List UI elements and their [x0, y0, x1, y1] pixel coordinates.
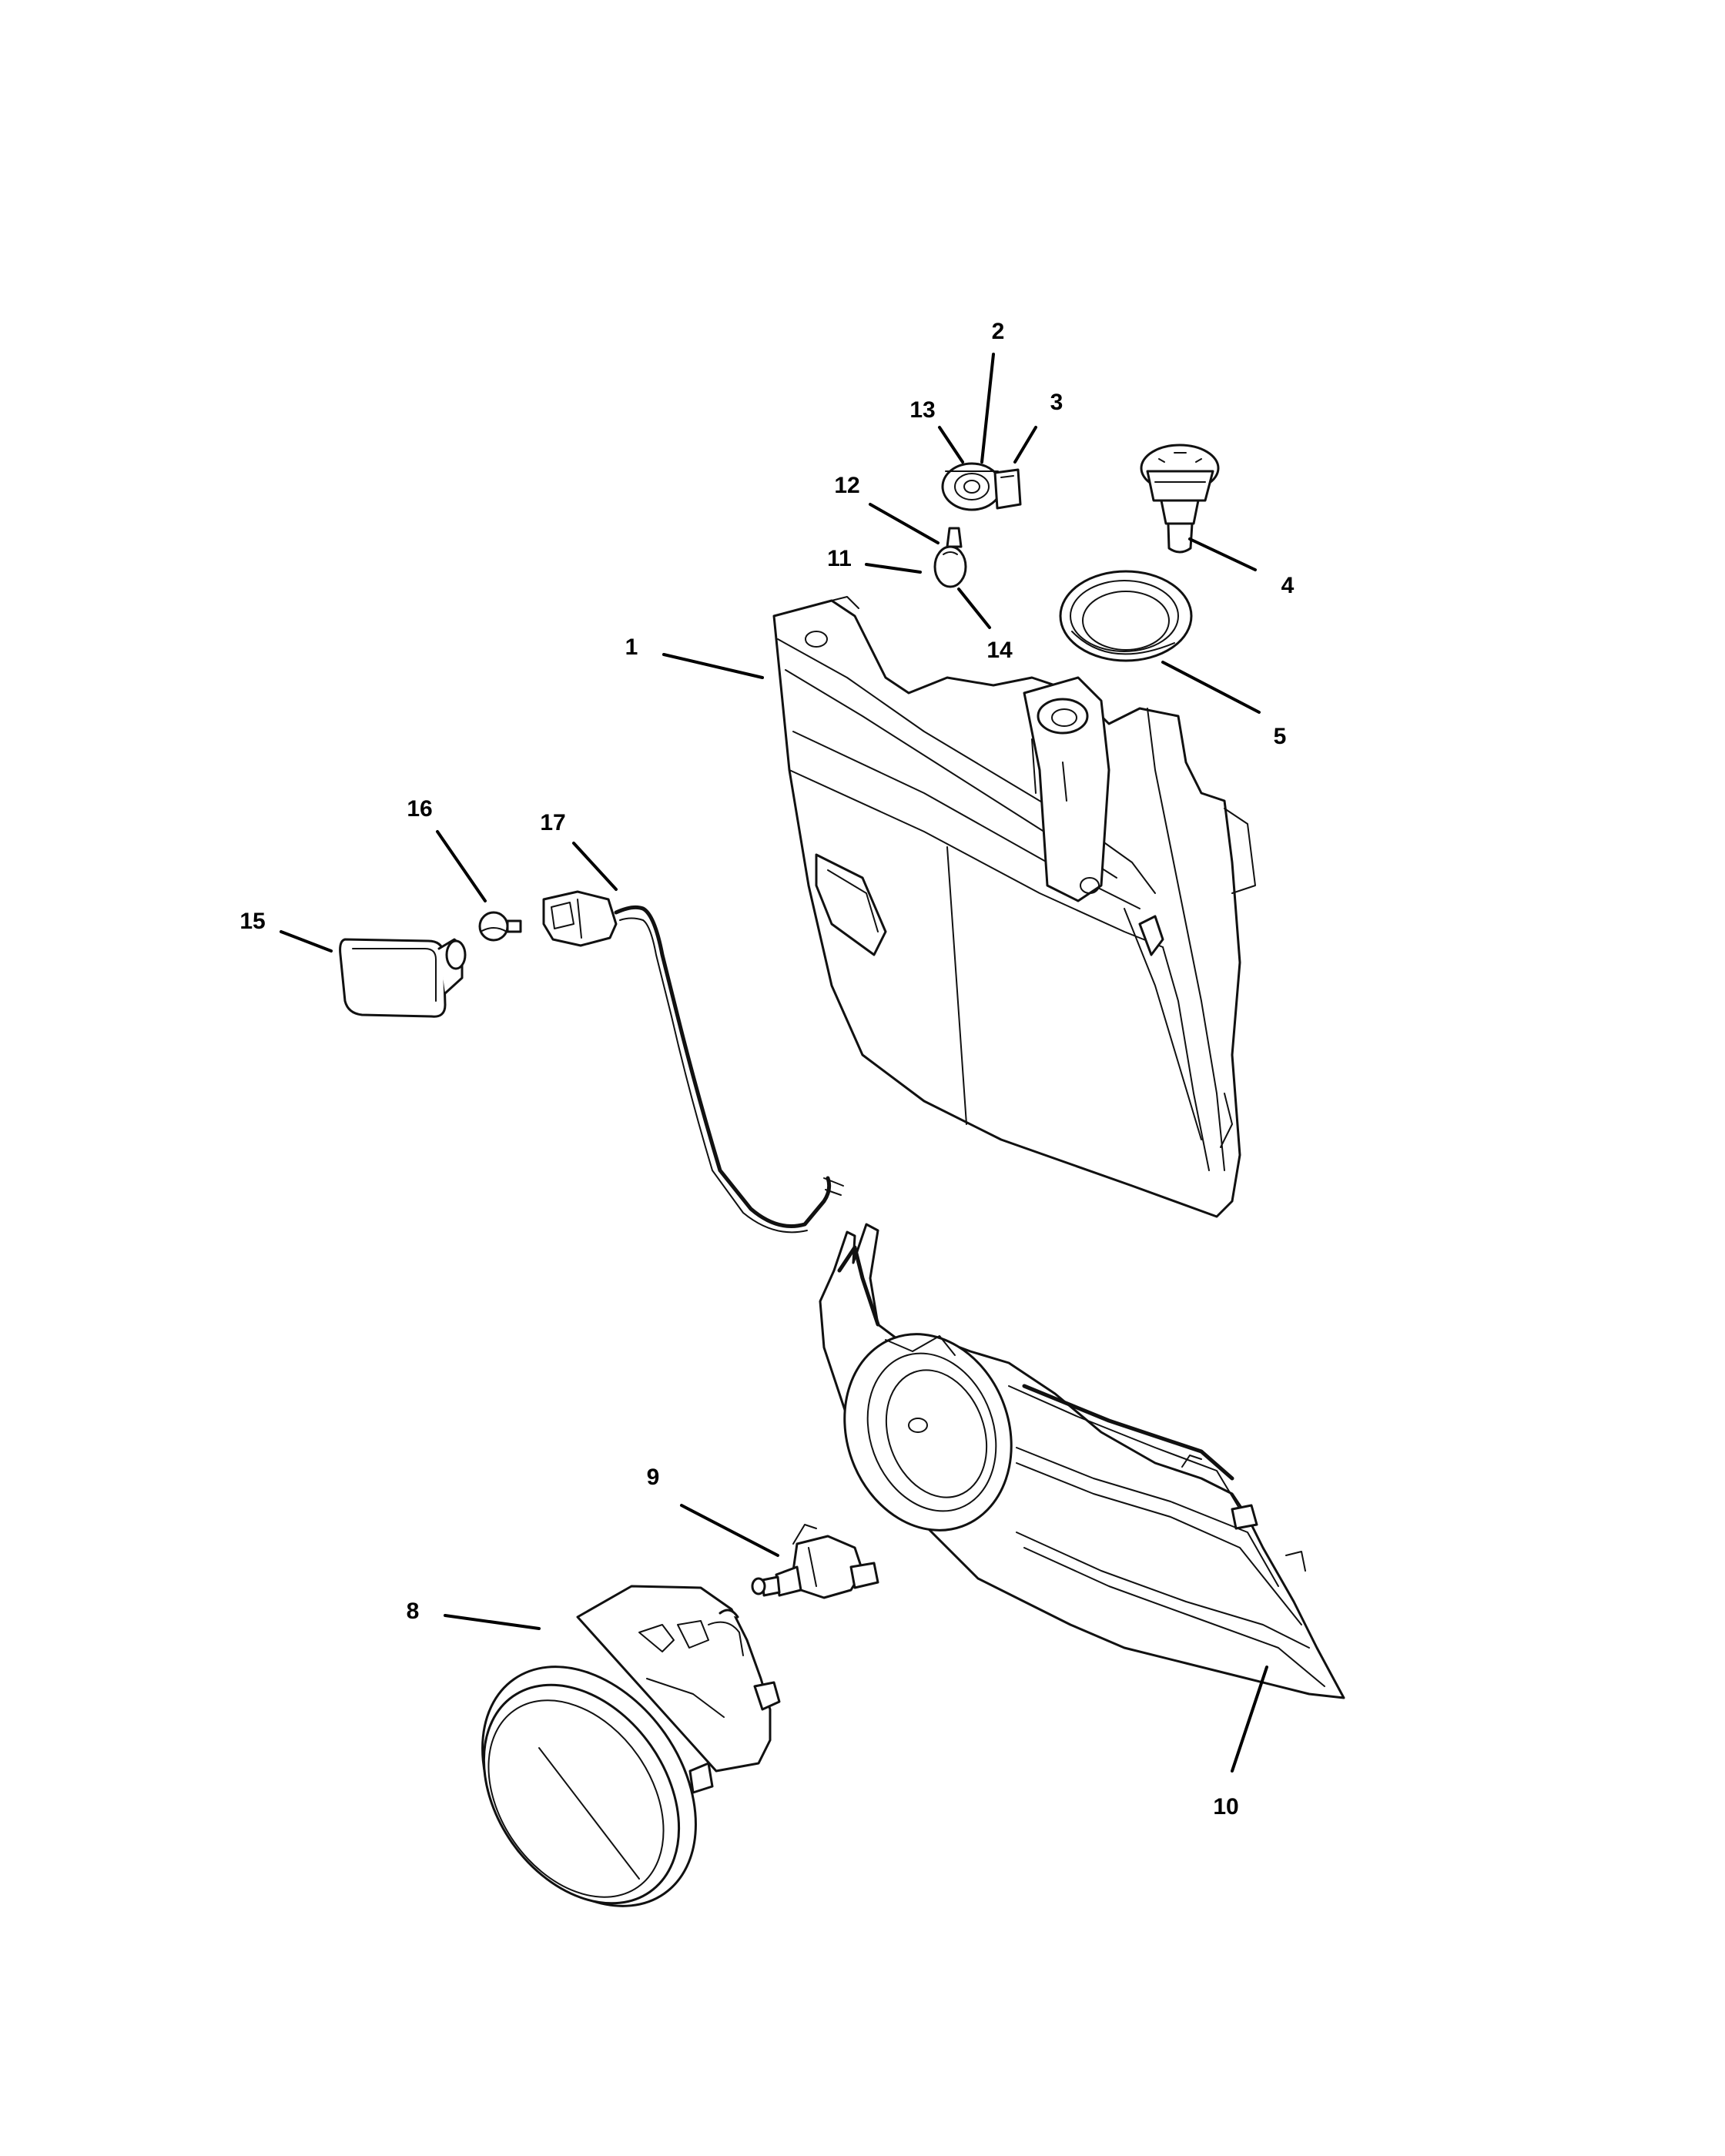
leader-12 [869, 503, 940, 544]
marker-connector-harness [542, 890, 844, 1234]
leader-11 [865, 563, 922, 574]
dust-cover-seal [1059, 570, 1193, 662]
callout-1: 1 [625, 634, 638, 660]
side-marker-lamp [339, 938, 467, 1018]
callout-5: 5 [1274, 724, 1287, 749]
socket-connector [993, 468, 1022, 510]
callout-8: 8 [407, 1599, 420, 1624]
callout-12: 12 [834, 473, 859, 498]
callout-16: 16 [407, 796, 432, 822]
leader-2 [980, 353, 995, 464]
headlamp-bulb [1140, 444, 1220, 554]
leader-10 [1231, 1666, 1268, 1773]
leader-14 [957, 588, 991, 629]
callout-2: 2 [992, 319, 1005, 344]
wedge-bulb [933, 527, 967, 588]
headlamp-housing [772, 596, 1256, 1218]
callout-4: 4 [1281, 573, 1295, 598]
leader-5 [1161, 661, 1261, 714]
bulb-socket [941, 462, 1003, 511]
callout-labels: 1 2 3 4 5 8 9 10 11 12 13 14 15 16 17 [239, 319, 1294, 1820]
callout-13: 13 [909, 397, 935, 423]
callout-15: 15 [239, 909, 265, 934]
leader-15 [280, 930, 333, 952]
callout-10: 10 [1213, 1794, 1238, 1820]
leader-9 [680, 1504, 779, 1557]
leader-8 [444, 1614, 541, 1630]
fog-lamp-bezel [819, 1223, 1345, 1699]
callout-17: 17 [540, 810, 565, 835]
leader-13 [938, 426, 964, 464]
callout-9: 9 [647, 1465, 660, 1490]
callout-14: 14 [986, 638, 1013, 663]
callout-11: 11 [827, 546, 852, 571]
leader-1 [662, 653, 764, 679]
leader-16 [436, 830, 487, 902]
leader-17 [572, 842, 618, 891]
fog-lamp-bulb [751, 1524, 879, 1599]
fog-lamp-assembly [481, 1585, 781, 1907]
leader-lines [280, 353, 1268, 1773]
callout-3: 3 [1050, 390, 1063, 415]
marker-bulb [478, 911, 522, 942]
leader-3 [1013, 426, 1037, 464]
leader-4 [1188, 537, 1257, 571]
